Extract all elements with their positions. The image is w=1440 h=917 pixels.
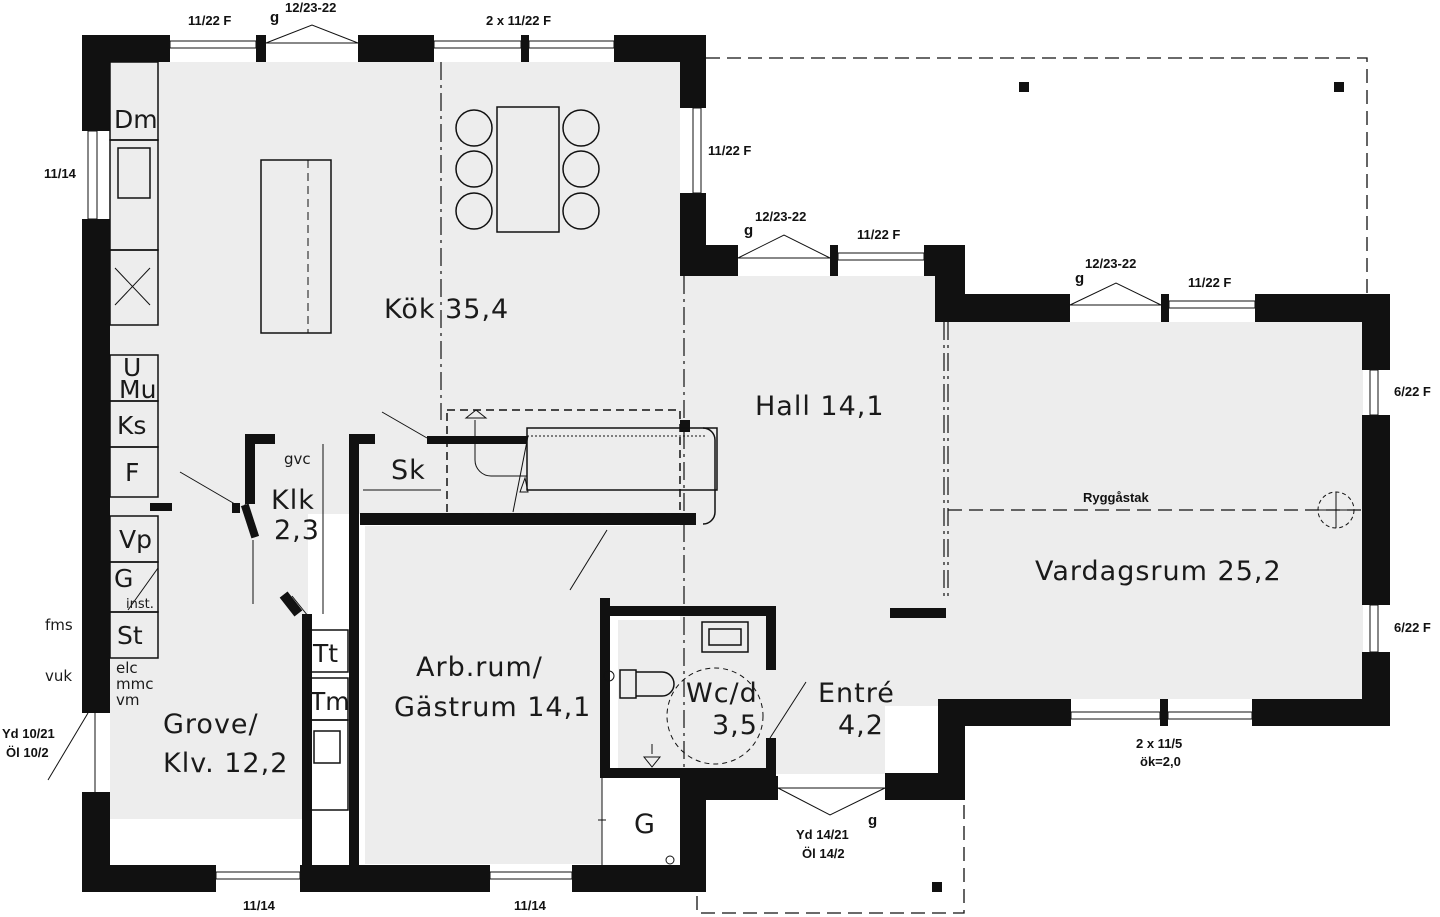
walls [82, 35, 1390, 892]
room-wc-label-1: Wc/d [686, 678, 758, 709]
door-entry-label-2: Öl 14/2 [802, 846, 845, 861]
window-top-mid-label: 2 x 11/22 F [486, 13, 551, 28]
appliance-inst-label: inst. [126, 597, 154, 612]
room-sk-label: Sk [391, 455, 426, 486]
door-side-label-2: Öl 10/2 [6, 745, 49, 760]
door-entry-label-1: Yd 14/21 [796, 827, 849, 842]
room-klk-label-1: Klk [271, 485, 315, 516]
appliance-labels: Dm U Mu Ks F Vp G inst. St Tt Tm elc mmc… [114, 105, 350, 716]
ridge-label: Ryggåstak [1083, 490, 1150, 505]
room-entre-label-2: 4,2 [838, 710, 884, 741]
appliance-tm-label: Tm [309, 687, 350, 716]
appliance-u-label: U [123, 353, 141, 382]
appliance-tt-label: Tt [312, 639, 338, 668]
appliance-vm-label: vm [116, 691, 140, 709]
room-hall-label: Hall 14,1 [755, 391, 885, 422]
room-arbrum-label-2: Gästrum 14,1 [394, 692, 591, 723]
vuk-label: vuk [45, 667, 72, 685]
window-left-label: 11/14 [44, 166, 77, 181]
door-side-label-1: Yd 10/21 [2, 726, 55, 741]
window-right-top-label: 6/22 F [1394, 384, 1431, 399]
window-bottom-mid-label: 11/14 [514, 898, 547, 913]
door-entry-g-label: g [868, 812, 877, 829]
room-kok-label: Kök 35,4 [384, 294, 509, 325]
fms-label: fms [45, 616, 73, 634]
door-living-g-label: g [1075, 270, 1084, 287]
appliance-f-label: F [125, 458, 139, 487]
window-hall-label: 11/22 F [857, 227, 900, 242]
room-g-label: G [634, 809, 656, 840]
window-bottom-left-label: 11/14 [243, 898, 276, 913]
room-grove-label-1: Grove/ [163, 709, 259, 740]
appliance-mu-label: Mu [119, 375, 156, 404]
window-top-left-label: 11/22 F [188, 13, 231, 28]
room-entre-label-1: Entré [818, 678, 895, 709]
door-hall-g-label: g [744, 222, 753, 239]
window-right-bottom-label: 6/22 F [1394, 620, 1431, 635]
kitchen-fixtures [109, 61, 1355, 865]
room-klk-label-2: 2,3 [274, 515, 320, 546]
appliance-vp-label: Vp [119, 525, 152, 554]
appliance-elc-label: elc [116, 659, 138, 677]
window-living-label: 11/22 F [1188, 275, 1231, 290]
appliance-st-label: St [117, 621, 143, 650]
door-living-label: 12/23-22 [1085, 256, 1136, 271]
windows [87, 40, 1379, 880]
appliance-mmc-label: mmc [116, 675, 153, 693]
doors [47, 24, 1162, 816]
window-bottom-living-label-2: ök=2,0 [1140, 754, 1181, 769]
floor-areas [110, 62, 1363, 864]
window-kitchen-right-label: 11/22 F [708, 143, 751, 158]
room-grove-label-2: Klv. 12,2 [163, 748, 288, 779]
room-boundaries [440, 62, 949, 790]
door-top-g-label: g [270, 9, 279, 26]
appliance-gvc-label: gvc [284, 450, 311, 468]
appliance-ks-label: Ks [117, 411, 146, 440]
door-hall-label: 12/23-22 [755, 209, 806, 224]
room-wc-label-2: 3,5 [712, 710, 758, 741]
window-bottom-living-label-1: 2 x 11/5 [1136, 736, 1182, 751]
door-top-label: 12/23-22 [285, 0, 336, 15]
room-vardagsrum-label: Vardagsrum 25,2 [1035, 556, 1282, 587]
room-arbrum-label-1: Arb.rum/ [416, 652, 543, 683]
room-labels: Kök 35,4 Hall 14,1 Vardagsrum 25,2 Arb.r… [163, 294, 1282, 840]
appliance-g-label: G [114, 564, 133, 593]
appliance-dm-label: Dm [114, 105, 158, 134]
